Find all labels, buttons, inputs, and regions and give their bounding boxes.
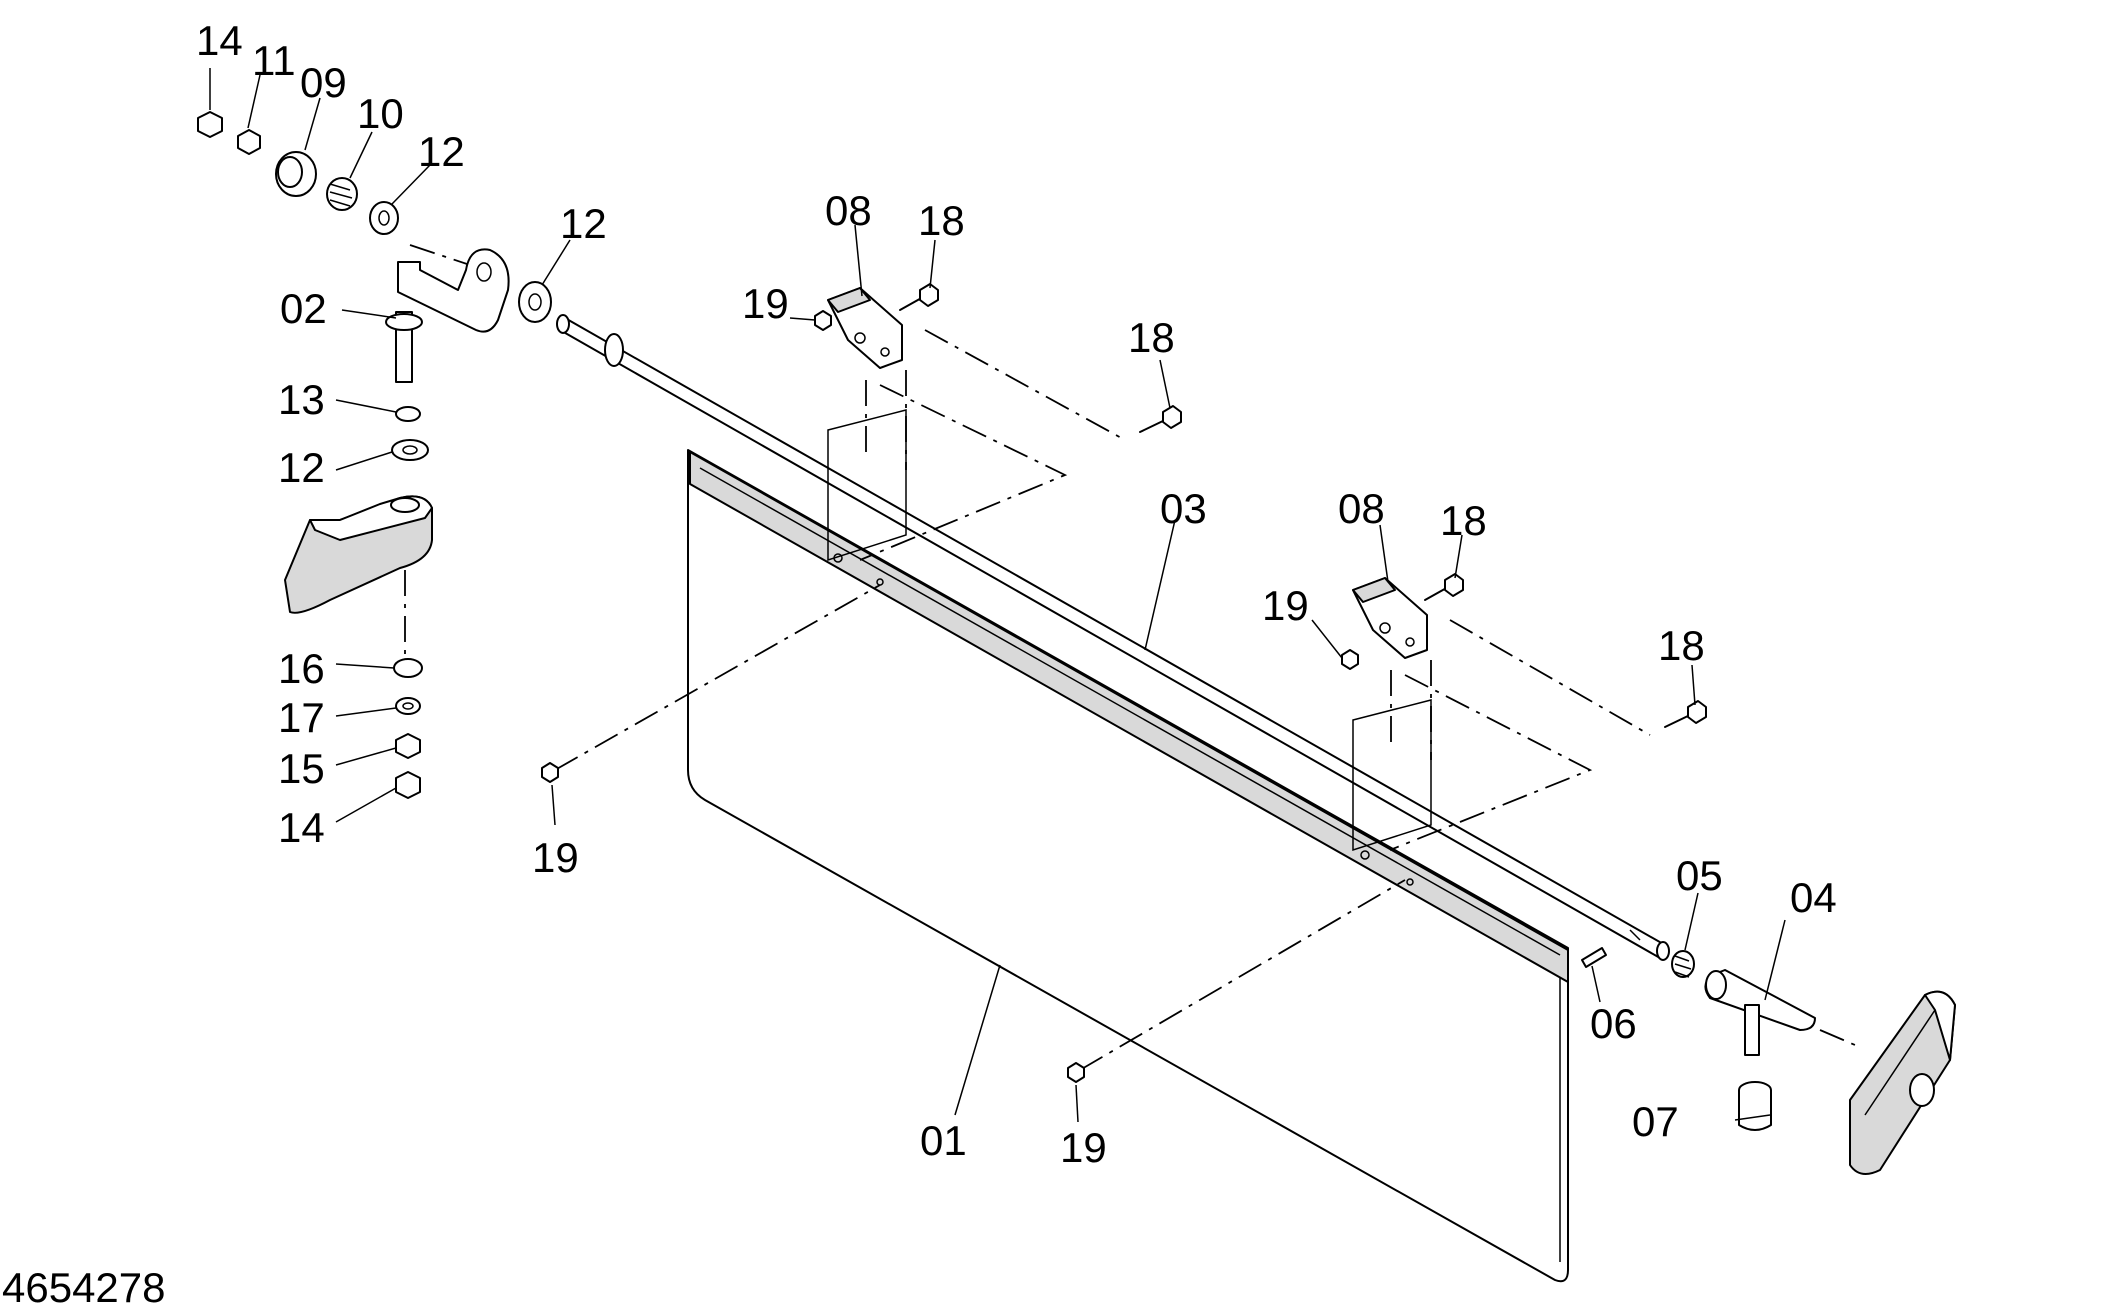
callouts: 14 11 09 10 12 12 02 13 12 16 17 15 14 1… xyxy=(196,17,1837,1171)
nut-11 xyxy=(237,129,261,155)
nut-19-c xyxy=(541,762,559,783)
nut-14-bottom xyxy=(395,771,421,799)
washer-16 xyxy=(393,658,423,678)
washer-12-a xyxy=(369,201,399,235)
callout-18-a: 18 xyxy=(918,197,965,244)
callout-13: 13 xyxy=(278,376,325,423)
t-handle-04 xyxy=(1704,969,1816,1056)
callout-14-top: 14 xyxy=(196,17,243,64)
callout-16: 16 xyxy=(278,645,325,692)
callout-10: 10 xyxy=(357,90,404,137)
bushing-09 xyxy=(275,151,317,197)
leader-lines xyxy=(209,68,1786,1123)
callout-19-a: 19 xyxy=(532,834,579,881)
bolt-18-c xyxy=(1424,573,1464,601)
callout-17: 17 xyxy=(278,694,325,741)
callout-19-d: 19 xyxy=(1060,1124,1107,1171)
callout-01: 01 xyxy=(920,1117,967,1164)
document-number: 4654278 xyxy=(2,1264,166,1311)
bracket-08-left xyxy=(827,287,907,562)
callout-12-b: 12 xyxy=(560,200,607,247)
callout-02: 02 xyxy=(280,285,327,332)
callout-18-c: 18 xyxy=(1440,497,1487,544)
plate-01 xyxy=(687,449,1569,1283)
washer-12-c xyxy=(391,439,429,461)
knob-right xyxy=(1849,990,1956,1175)
nut-19-d xyxy=(1067,1062,1085,1083)
assembly-lines xyxy=(404,244,1856,1071)
callout-05: 05 xyxy=(1676,852,1723,899)
callout-14-bottom: 14 xyxy=(278,804,325,851)
callout-06: 06 xyxy=(1590,1000,1637,1047)
callout-19-c: 19 xyxy=(1262,582,1309,629)
nut-15 xyxy=(395,733,421,759)
nut-14-top xyxy=(197,111,223,138)
bolt-18-a xyxy=(899,283,939,311)
callout-18-d: 18 xyxy=(1658,622,1705,669)
callout-12-c: 12 xyxy=(278,444,325,491)
bolt-18-b xyxy=(1139,405,1182,433)
bolt-18-d xyxy=(1664,700,1707,728)
callout-12-a: 12 xyxy=(418,128,465,175)
washer-13 xyxy=(395,406,421,422)
handle-left xyxy=(284,495,433,614)
callout-11: 11 xyxy=(252,37,296,84)
callout-08-b: 08 xyxy=(1338,485,1385,532)
washer-12-b xyxy=(518,281,552,323)
callout-08-a: 08 xyxy=(825,187,872,234)
shaft-03 xyxy=(556,314,1670,961)
spring-10 xyxy=(326,177,358,211)
callout-09: 09 xyxy=(300,59,347,106)
callout-19-b: 19 xyxy=(742,280,789,327)
callout-04: 04 xyxy=(1790,874,1837,921)
pin-06 xyxy=(1581,947,1607,968)
callout-18-b: 18 xyxy=(1128,314,1175,361)
bracket-08-right xyxy=(1352,577,1432,852)
nut-19-a xyxy=(814,310,832,331)
callout-15: 15 xyxy=(278,745,325,792)
callout-07: 07 xyxy=(1632,1098,1679,1145)
nut-19-b xyxy=(1341,649,1359,670)
washer-17 xyxy=(395,697,421,715)
spring-05 xyxy=(1671,950,1695,978)
sleeve-07 xyxy=(1738,1081,1772,1131)
callout-03: 03 xyxy=(1160,485,1207,532)
lever-02 xyxy=(385,248,510,383)
